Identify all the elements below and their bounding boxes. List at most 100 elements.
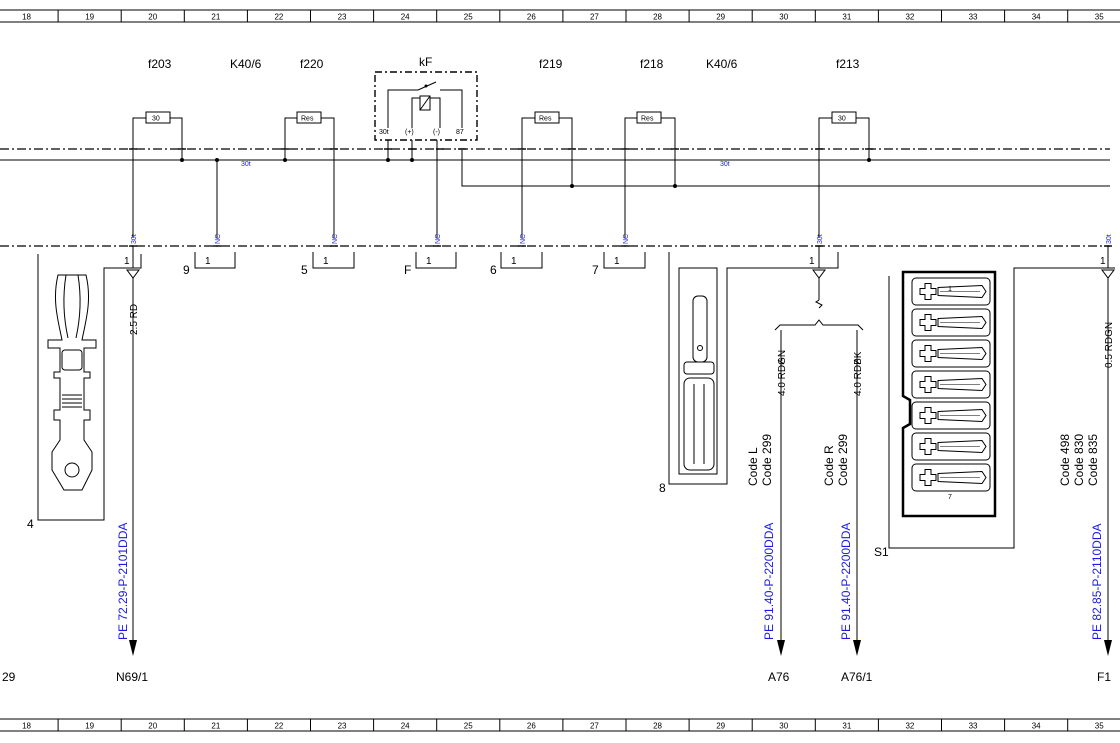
terminal-pin-7: 1 xyxy=(809,256,815,267)
fuse-rating-f219: Res xyxy=(539,116,552,123)
destination-a76: A76 xyxy=(768,670,790,684)
terminal-name-f: F xyxy=(404,263,411,277)
destination-a76-1: A76/1 xyxy=(841,670,873,684)
grid-top-column-number: 23 xyxy=(338,13,347,22)
arrow-a76-1 xyxy=(853,640,861,656)
junction-dot xyxy=(673,184,677,188)
wire-label-3: 4.0 RDBK xyxy=(853,351,864,396)
s1-pin-last: 7 xyxy=(948,494,952,501)
terminal-pin-8: 1 xyxy=(1100,256,1106,267)
code-f-line-3: Code 835 xyxy=(1086,434,1100,486)
terminal-tag-7: 30t xyxy=(817,234,824,244)
terminal-tag-5: NC xyxy=(520,234,527,244)
s1-pin-cavity xyxy=(911,401,991,430)
fuse-label-f219: f219 xyxy=(539,57,563,71)
pe-link-a76[interactable]: PE 91.40-P-2200DDA xyxy=(762,523,776,640)
grid-bot-column-number: 31 xyxy=(842,722,851,731)
destination-29: 29 xyxy=(2,670,16,684)
arrow-f1 xyxy=(1104,640,1112,656)
grid-bot-column-number: 30 xyxy=(779,722,788,731)
component-s1-label: S1 xyxy=(874,545,889,559)
pe-link-f1[interactable]: PE 82.85-P-2110DDA xyxy=(1090,523,1104,640)
component-8-label: 8 xyxy=(659,481,666,495)
grid-top-column-number: 28 xyxy=(653,13,662,22)
grid-top-column-number: 20 xyxy=(148,13,157,22)
terminal-tag-1: 30t xyxy=(131,234,138,244)
terminal-name-7: 7 xyxy=(592,263,599,277)
connector-t3: 1 5 xyxy=(301,252,355,277)
fuse-label-f213: f213 xyxy=(836,57,860,71)
terminal-pin-3: 1 xyxy=(323,256,329,267)
grid-bot-column-number: 34 xyxy=(1032,722,1041,731)
s1-pin-cavity xyxy=(911,370,991,399)
fuse-rating-f218: Res xyxy=(641,116,654,123)
grid-top-column-number: 27 xyxy=(590,13,599,22)
pe-link-a76-1[interactable]: PE 91.40-P-2200DDA xyxy=(839,523,853,640)
grid-top-column-number: 33 xyxy=(969,13,978,22)
grid-bot-column-number: 33 xyxy=(969,722,978,731)
arrow-n69-1 xyxy=(129,640,137,656)
wire-label-1: 2.5 RD xyxy=(129,304,140,335)
fuse-f220: Res xyxy=(281,111,338,150)
relay-label-kf: kF xyxy=(419,55,432,69)
terminal-tag-3: NC xyxy=(332,234,339,244)
grid-top-column-number: 31 xyxy=(842,13,851,22)
grid-top-column-number: 26 xyxy=(527,13,536,22)
grid-bot-column-number: 26 xyxy=(527,722,536,731)
grid-top-column-number: 25 xyxy=(464,13,473,22)
grid-bot-column-number: 23 xyxy=(338,722,347,731)
fuse-label-f218: f218 xyxy=(640,57,664,71)
fuse-f213: 30 xyxy=(815,111,873,150)
grid-bot-column-number: 32 xyxy=(905,722,914,731)
bus-label-right: 30t xyxy=(720,161,730,168)
s1-pin-first: 1 xyxy=(948,286,952,293)
destination-f1: F1 xyxy=(1097,670,1111,684)
kf-output-line xyxy=(461,150,1110,187)
relay-kf: 30t (+) (-) 87 xyxy=(374,71,478,150)
s1-pin-cavity xyxy=(911,339,991,368)
connector-t7: 1 8 xyxy=(659,246,839,495)
code-r-line-1: Code R xyxy=(822,445,836,486)
arrow-a76 xyxy=(777,640,785,656)
grid-top-column-number: 22 xyxy=(274,13,283,22)
kf-pin-minus: (-) xyxy=(433,129,440,136)
grid-bot-column-number: 29 xyxy=(716,722,725,731)
grid-bot-column-number: 21 xyxy=(211,722,220,731)
terminal-tag-2: NC xyxy=(215,234,222,244)
grid-top-column-number: 19 xyxy=(85,13,94,22)
bus-label-left: 30t xyxy=(241,161,251,168)
s1-pin-cavity xyxy=(911,308,991,337)
grid-top-column-number: 30 xyxy=(779,13,788,22)
fuse-label-f220: f220 xyxy=(300,57,324,71)
kf-pin-87: 87 xyxy=(456,129,464,136)
terminal-tag-4: NC xyxy=(435,234,442,244)
code-l-line-1: Code L xyxy=(746,447,760,486)
terminal-tags: 30t NC NC NC NC NC 30t 30t xyxy=(131,234,1113,244)
grid-bot-column-number: 24 xyxy=(401,722,410,731)
grid-top-column-number: 35 xyxy=(1095,13,1104,22)
code-l-line-2: Code 299 xyxy=(760,434,774,486)
grid-top-column-number: 21 xyxy=(211,13,220,22)
terminal-tag-6: NC xyxy=(623,234,630,244)
grid-bot-column-number: 18 xyxy=(22,722,31,731)
fuse-rating-f220: Res xyxy=(301,116,314,123)
fuse-rating-f203: 30 xyxy=(152,116,160,123)
s1-pin-cavity xyxy=(911,463,991,492)
terminal-name-5: 5 xyxy=(301,263,308,277)
grid-bot-column-number: 20 xyxy=(148,722,157,731)
fuse-f219: Res xyxy=(518,111,576,150)
grid-bot-column-number: 28 xyxy=(653,722,662,731)
branch-wires-a76 xyxy=(774,299,864,640)
s1-pin-cavity xyxy=(911,277,991,306)
code-r-line-2: Code 299 xyxy=(836,434,850,486)
terminal-tag-8: 30t xyxy=(1106,234,1113,244)
pe-link-n69-1[interactable]: PE 72.29-P-2101DDA xyxy=(116,523,130,640)
connector-t2: 1 9 xyxy=(183,252,236,277)
terminal-pin-1: 1 xyxy=(124,256,130,267)
grid-top-column-number: 34 xyxy=(1032,13,1041,22)
junction-dot xyxy=(570,184,574,188)
grid-bot-column-number: 19 xyxy=(85,722,94,731)
terminal-pin-6: 1 xyxy=(614,256,620,267)
